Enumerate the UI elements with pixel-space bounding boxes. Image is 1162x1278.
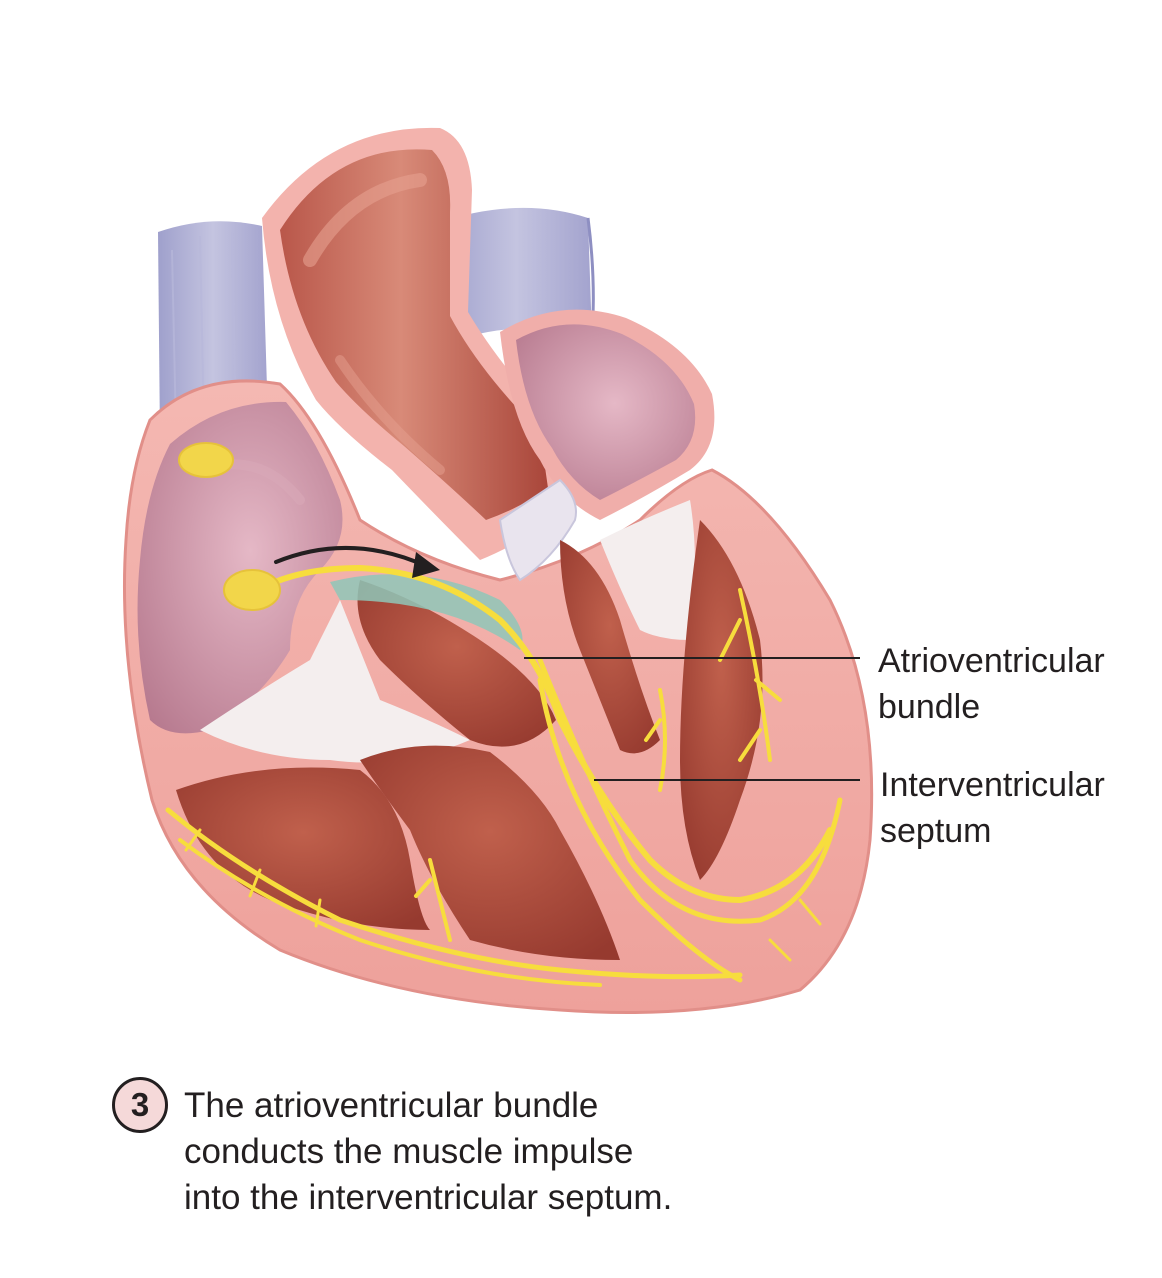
- label-iv-line1: Interventricular: [880, 766, 1105, 804]
- label-interventricular-septum: Interventricular septum: [880, 762, 1105, 854]
- left-atrium: [500, 309, 715, 520]
- caption-line-1: The atrioventricular bundle: [184, 1086, 599, 1125]
- ventricle-muscle: [176, 520, 763, 960]
- aortic-valve: [498, 478, 577, 582]
- aorta: [262, 127, 575, 560]
- label-iv-line2: septum: [880, 812, 992, 850]
- impulse-arrow: [274, 545, 440, 578]
- leader-lines: [524, 657, 860, 781]
- label-av-line2: bundle: [878, 688, 981, 726]
- mitral-valve: [600, 500, 695, 640]
- sa-node: [178, 442, 234, 478]
- label-atrioventricular-bundle: Atrioventricular bundle: [878, 638, 1105, 730]
- caption-line-2: conducts the muscle impulse: [184, 1132, 634, 1171]
- av-node: [223, 569, 281, 611]
- step-caption: The atrioventricular bundle conducts the…: [184, 1083, 672, 1221]
- septum-highlight: [330, 574, 523, 650]
- label-av-line1: Atrioventricular: [878, 642, 1105, 680]
- caption-line-3: into the interventricular septum.: [184, 1178, 673, 1217]
- step-number-badge: 3: [112, 1077, 168, 1133]
- tricuspid-valve: [200, 600, 470, 763]
